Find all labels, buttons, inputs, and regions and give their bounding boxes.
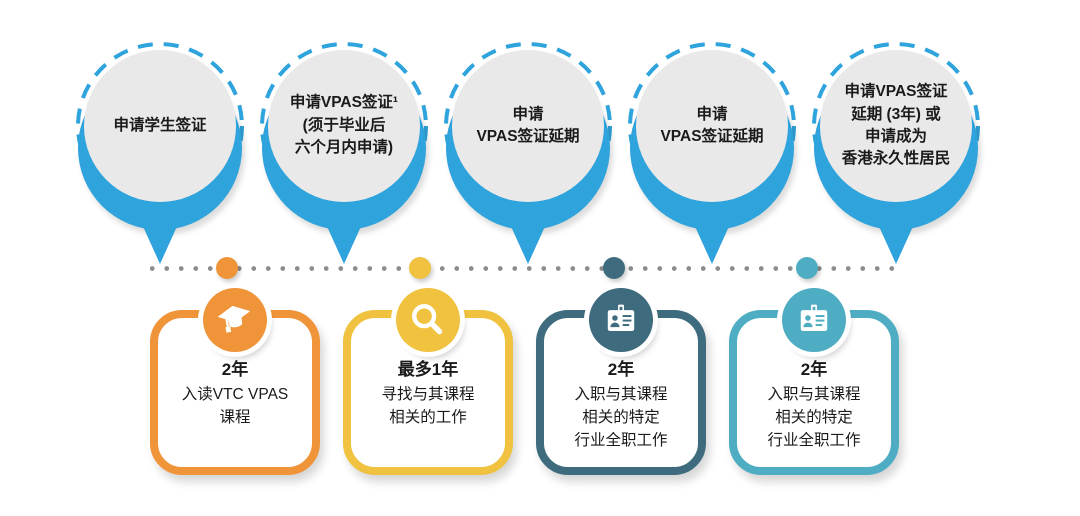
stage-icon-circle	[203, 288, 267, 352]
timeline-dot-stage-3	[603, 257, 625, 279]
bubble-face: 申请VPAS签证¹ (须于毕业后 六个月内申请)	[268, 50, 420, 202]
bubble-text: 申请 VPAS签证延期	[660, 105, 764, 145]
bubble-text: 申请VPAS签证¹ (须于毕业后 六个月内申请)	[289, 94, 399, 157]
stage-card-body: 最多1年 寻找与其课程 相关的工作	[351, 358, 505, 429]
dashed-ring	[260, 42, 428, 210]
bubble-extension-or-permanent-resident: 申请VPAS签证 延期 (3年) 或 申请成为 香港永久性居民	[804, 42, 988, 274]
dashed-ring	[812, 42, 980, 210]
stage-card-body: 2年 入职与其课程 相关的特定 行业全职工作	[544, 358, 698, 452]
bubble-tail	[693, 222, 731, 264]
dashed-ring	[444, 42, 612, 210]
stage-card-employment-1: 2年 入职与其课程 相关的特定 行业全职工作	[536, 288, 706, 475]
dashed-ring	[628, 42, 796, 210]
id-badge-icon	[607, 304, 635, 331]
id-badge-icon	[800, 304, 828, 331]
stage-card-body: 2年 入读VTC VPAS 课程	[158, 358, 312, 429]
stage-icon-circle	[589, 288, 653, 352]
graduation-cap-icon	[217, 305, 251, 333]
bubble-visa-extension-2: 申请 VPAS签证延期	[620, 42, 804, 274]
timeline-dotted-line	[145, 265, 897, 272]
stage-duration: 最多1年	[397, 360, 459, 379]
stage-description: 寻找与其课程 相关的工作	[381, 385, 475, 426]
stage-duration: 2年	[221, 360, 249, 379]
timeline-dot-stage-1	[216, 257, 238, 279]
stage-duration: 2年	[607, 360, 635, 379]
dashed-ring	[76, 42, 244, 210]
bubble-tail	[877, 222, 915, 264]
stage-description: 入职与其课程 相关的特定 行业全职工作	[767, 385, 861, 450]
bubble-tail	[325, 222, 363, 264]
stage-description: 入读VTC VPAS 课程	[181, 385, 289, 426]
stage-icon-circle	[396, 288, 460, 352]
bubble-tail	[509, 222, 547, 264]
stage-card-study: 2年 入读VTC VPAS 课程	[150, 288, 320, 475]
bubble-face: 申请VPAS签证 延期 (3年) 或 申请成为 香港永久性居民	[820, 50, 972, 202]
bubble-tail	[141, 222, 179, 264]
stage-card-employment-2: 2年 入职与其课程 相关的特定 行业全职工作	[729, 288, 899, 475]
stage-description: 入职与其课程 相关的特定 行业全职工作	[574, 385, 668, 450]
magnifier-icon	[412, 304, 443, 335]
timeline-dot-stage-4	[796, 257, 818, 279]
bubble-text: 申请 VPAS签证延期	[476, 105, 580, 145]
stage-icon-circle	[782, 288, 846, 352]
bubble-face: 申请学生签证	[84, 50, 236, 202]
stage-card-job-search: 最多1年 寻找与其课程 相关的工作	[343, 288, 513, 475]
bubble-visa-extension-1: 申请 VPAS签证延期	[436, 42, 620, 274]
bubble-text: 申请学生签证	[113, 116, 207, 134]
bubble-text: 申请VPAS签证 延期 (3年) 或 申请成为 香港永久性居民	[841, 83, 951, 168]
timeline-dot-stage-2	[409, 257, 431, 279]
bubble-face: 申请 VPAS签证延期	[636, 50, 788, 202]
stage-duration: 2年	[800, 360, 828, 379]
bubble-student-visa: 申请学生签证	[68, 42, 252, 274]
bubble-face: 申请 VPAS签证延期	[452, 50, 604, 202]
stage-card-body: 2年 入职与其课程 相关的特定 行业全职工作	[737, 358, 891, 452]
bubble-apply-vpas-visa: 申请VPAS签证¹ (须于毕业后 六个月内申请)	[252, 42, 436, 274]
